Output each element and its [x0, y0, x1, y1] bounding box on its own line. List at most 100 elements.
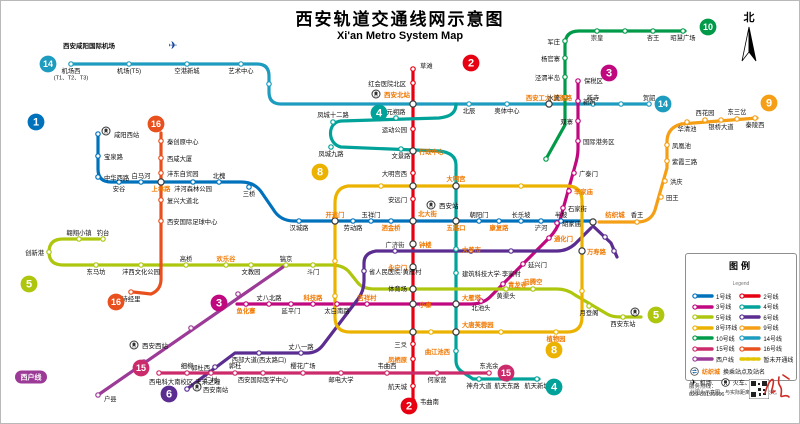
station-label: 安谷	[113, 184, 126, 193]
station-dot	[388, 218, 394, 224]
line-badge-16	[147, 115, 165, 133]
line-badge-text: 10	[703, 22, 713, 32]
station-dot	[434, 370, 440, 376]
station-dot	[534, 376, 540, 382]
station-label: 西安东站	[610, 319, 636, 328]
station-dot	[223, 262, 229, 268]
legend-item-label: 10号线	[716, 336, 735, 343]
station-label: 北辰	[463, 107, 476, 115]
station-dot	[398, 146, 404, 152]
railway-station-icon	[630, 307, 640, 317]
station-label: 小寨	[418, 300, 432, 309]
qr-code	[748, 378, 770, 404]
station-dot	[410, 341, 416, 347]
station-label: 空港新城	[174, 66, 200, 75]
station-dot	[208, 370, 214, 376]
station-label: 西电科大南校区·未来之瞳	[149, 377, 221, 386]
station-dot	[76, 236, 82, 242]
station-dot	[126, 61, 132, 67]
station-label: 镐京	[280, 254, 293, 263]
station-label: 劳动路	[344, 223, 364, 232]
legend-line-chip	[739, 314, 762, 320]
station-label: 双寨	[560, 117, 573, 126]
station-dot	[634, 219, 640, 225]
station-label: 大雁塔	[462, 293, 482, 302]
station-label: 建筑科技大学·李家村	[462, 269, 521, 278]
station-dot	[328, 144, 334, 150]
station-dot	[518, 218, 524, 224]
station-label: 西咸大厦	[167, 154, 193, 163]
station-dot	[554, 220, 560, 226]
station-dot	[658, 194, 664, 200]
legend-item-2号线: 2号线	[737, 291, 793, 302]
station-label: 三爻	[394, 341, 407, 349]
station-dot	[611, 248, 617, 254]
station-labels: 机场西(T1、T2、T3)机场(T5)空港新城艺术中心北辰奥体中心西安工大·武德…	[25, 33, 764, 406]
station-label: 东兆余	[480, 361, 500, 370]
station-dot	[184, 370, 190, 376]
line-badge-text: 2	[406, 401, 412, 413]
station-dot	[93, 262, 99, 268]
station-label: 韦曲南	[420, 397, 439, 406]
station-dot	[216, 179, 222, 185]
legend-item-label: 4号线	[763, 305, 779, 312]
station-label: 樱花广场	[290, 361, 315, 370]
station-dot	[453, 270, 459, 276]
station-dot	[486, 370, 492, 376]
phone-label: 服务热线：	[689, 384, 717, 390]
station-dot	[238, 61, 244, 67]
station-dot	[622, 28, 628, 34]
transfer-icon	[690, 366, 699, 376]
station-dot	[95, 174, 101, 180]
station-label: 机场西	[62, 66, 81, 75]
line-badge-4	[370, 104, 388, 122]
interchange-dot	[409, 147, 417, 155]
compass-needle	[741, 26, 750, 62]
station-dot	[410, 356, 416, 362]
metro-line-1号线	[96, 132, 595, 223]
station-dot	[560, 205, 566, 211]
phone-block: 服务热线： 029-89196666	[689, 383, 749, 400]
station-label: 西安国际足球中心	[167, 217, 218, 226]
station-label: 沣西文化公园	[122, 267, 160, 276]
station-label: 延平门	[282, 306, 301, 315]
legend-item-label: 14号线	[763, 336, 783, 343]
line-badge-15	[497, 364, 515, 382]
station-dot	[562, 94, 568, 100]
station-dot	[332, 258, 338, 264]
station-dot	[235, 291, 241, 297]
station-dot	[503, 286, 509, 292]
station-dot	[384, 370, 390, 376]
railway-station-icon	[129, 340, 139, 350]
railway-station-icon	[192, 382, 202, 392]
legend-item-label: 暂未开通线	[763, 357, 794, 364]
interchange-dot	[409, 300, 417, 308]
station-label: 邮电大学	[328, 375, 353, 384]
station-label: 月登阁	[580, 308, 599, 317]
station-dot	[752, 115, 758, 121]
station-dot	[256, 350, 262, 356]
legend-line-chip	[739, 335, 762, 341]
station-dot	[183, 262, 189, 268]
station-dot	[575, 138, 581, 144]
legend-item-暂未开通线: 暂未开通线	[737, 354, 793, 365]
station-label: 创新港	[25, 248, 45, 257]
metro-line-6号线	[185, 226, 593, 391]
station-label: 艺术中心	[228, 66, 254, 75]
legend-item-14号线: 14号线	[737, 333, 793, 344]
station-dot	[100, 236, 106, 242]
station-label: 昭慧广场	[670, 33, 695, 42]
station-dot	[453, 246, 459, 252]
station-dot	[156, 370, 162, 376]
station-label: 体育场	[388, 284, 407, 293]
station-label: 钓台	[97, 228, 110, 237]
legend-airport-label: 机场	[699, 380, 712, 387]
legend-title: 图例	[728, 261, 753, 271]
station-label: 开远门	[326, 210, 345, 219]
line-badge-text: 14	[658, 99, 668, 109]
legend-item-label: 1号线	[716, 294, 732, 301]
line-badge-1	[27, 113, 45, 131]
station-label: 诗经里	[122, 294, 141, 303]
station-label: 万寿路	[586, 247, 607, 256]
station-dot	[338, 370, 344, 376]
